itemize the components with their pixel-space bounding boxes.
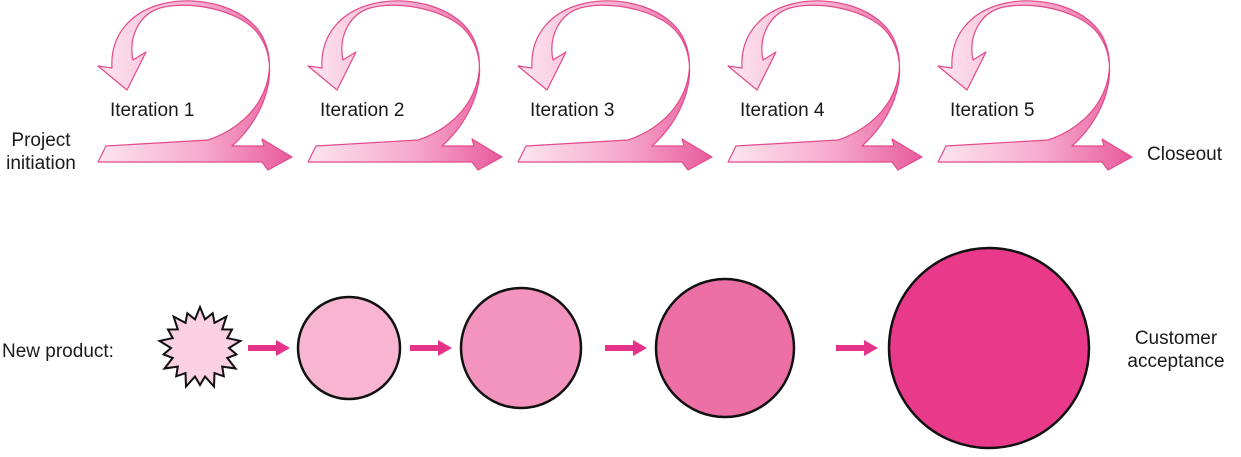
connector-arrow-3	[605, 340, 647, 356]
product-circle-4	[887, 246, 1091, 450]
iteration-1-loop-arrow	[97, 0, 293, 171]
iteration-3-label: Iteration 3	[530, 100, 615, 121]
closeout-label: Closeout	[1147, 144, 1222, 165]
connector-arrow-4	[836, 340, 878, 356]
product-connector-arrows	[248, 340, 878, 356]
product-circle-3	[654, 277, 796, 419]
project-initiation-line-1: Project	[11, 130, 71, 151]
project-initiation-line-2: initiation	[6, 153, 76, 174]
iteration-5-loop-shape	[937, 0, 1133, 171]
connector-arrow-1	[248, 340, 290, 356]
connector-arrow-2	[410, 340, 452, 356]
iteration-1-label: Iteration 1	[110, 100, 195, 121]
customer-acceptance-line-1: Customer	[1134, 328, 1218, 349]
iteration-4-label: Iteration 4	[740, 100, 825, 121]
iteration-1-loop-shape	[97, 0, 293, 171]
iteration-5-loop-arrow	[937, 0, 1133, 171]
iteration-2-loop-shape	[307, 0, 503, 171]
iteration-4-loop-arrow	[727, 0, 923, 171]
iteration-loops	[97, 0, 1133, 171]
product-circle-2	[459, 286, 583, 410]
product-circle-1	[296, 295, 402, 401]
iteration-5-label: Iteration 5	[950, 100, 1035, 121]
new-product-starburst	[156, 304, 244, 389]
new-product-label: New product:	[2, 341, 114, 362]
customer-acceptance-label: Customer acceptance	[1112, 327, 1240, 373]
iteration-4-loop-shape	[727, 0, 923, 171]
project-initiation-label: Project initiation	[0, 129, 82, 175]
product-growth-circles	[296, 246, 1091, 450]
iteration-2-label: Iteration 2	[320, 100, 405, 121]
iteration-2-loop-arrow	[307, 0, 503, 171]
iteration-3-loop-arrow	[517, 0, 713, 171]
iteration-3-loop-shape	[517, 0, 713, 171]
customer-acceptance-line-2: acceptance	[1127, 351, 1225, 372]
